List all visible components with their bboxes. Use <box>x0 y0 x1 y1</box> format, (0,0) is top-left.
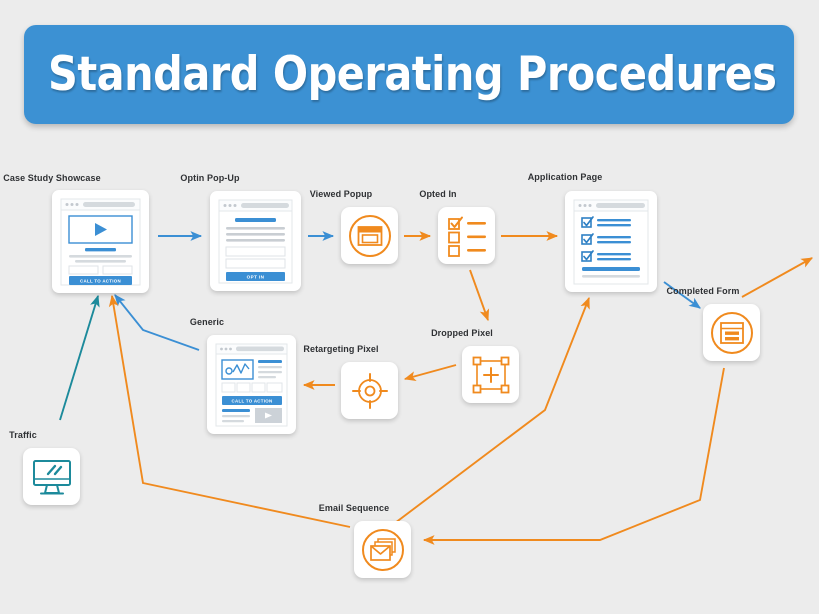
generic-cta-label: CALL TO ACTION <box>232 398 273 403</box>
tile-viewed-popup[interactable] <box>341 207 398 264</box>
crosshair-target-icon <box>351 372 388 409</box>
edge-email-sequence-to-application-page <box>394 296 590 524</box>
node-label-viewed-popup: Viewed Popup <box>309 189 373 199</box>
card-case-study-showcase[interactable]: CALL TO ACTION <box>52 190 149 293</box>
page-title-banner: Standard Operating Procedures <box>24 25 794 124</box>
desktop-monitor-icon <box>32 459 71 494</box>
node-label-completed-form: Completed Form <box>666 286 740 296</box>
popup-window-icon <box>348 214 391 257</box>
node-label-generic: Generic <box>189 317 225 327</box>
node-label-traffic: Traffic <box>9 430 37 440</box>
edge-generic-to-case-study <box>114 294 200 351</box>
edge-traffic-to-case-study <box>59 294 100 421</box>
tile-traffic[interactable] <box>23 448 80 505</box>
node-label-optin-popup: Optin Pop-Up <box>180 173 240 183</box>
edge-application-page-to-completed-form <box>663 281 701 309</box>
node-label-opted-in: Opted In <box>419 189 457 199</box>
node-label-application-page: Application Page <box>527 172 603 182</box>
card-optin-popup[interactable]: OPT IN <box>210 191 301 291</box>
generic-illustration: CALL TO ACTION <box>215 343 288 427</box>
optin-popup-illustration: OPT IN <box>218 199 293 284</box>
node-label-case-study-showcase: Case Study Showcase <box>3 173 101 183</box>
form-document-icon <box>710 311 753 354</box>
tile-opted-in[interactable] <box>438 207 495 264</box>
tile-email-sequence[interactable] <box>354 521 411 578</box>
tile-completed-form[interactable] <box>703 304 760 361</box>
edge-email-sequence-to-case-study <box>108 294 351 528</box>
case-study-cta-label: CALL TO ACTION <box>80 278 121 283</box>
edge-completed-form-to-email-sequence <box>422 367 725 545</box>
card-generic[interactable]: CALL TO ACTION <box>207 335 296 434</box>
checklist-icon <box>447 216 486 257</box>
envelope-stack-icon <box>361 528 404 571</box>
case-study-showcase-illustration: CALL TO ACTION <box>60 198 141 286</box>
optin-cta-label: OPT IN <box>247 274 265 279</box>
edge-opted-in-to-dropped-pixel <box>469 269 490 322</box>
edge-dropped-pixel-to-retargeting-pixel <box>403 364 457 381</box>
node-label-retargeting-pixel: Retargeting Pixel <box>303 344 379 354</box>
node-label-email-sequence: Email Sequence <box>318 503 390 513</box>
tile-retargeting-pixel[interactable] <box>341 362 398 419</box>
pixel-square-plus-icon <box>472 356 509 393</box>
tile-dropped-pixel[interactable] <box>462 346 519 403</box>
application-page-illustration <box>573 199 649 285</box>
node-label-dropped-pixel: Dropped Pixel <box>431 328 493 338</box>
edge-completed-form-to-offscreen <box>741 257 813 298</box>
page-title: Standard Operating Procedures <box>48 47 777 102</box>
card-application-page[interactable] <box>565 191 657 292</box>
